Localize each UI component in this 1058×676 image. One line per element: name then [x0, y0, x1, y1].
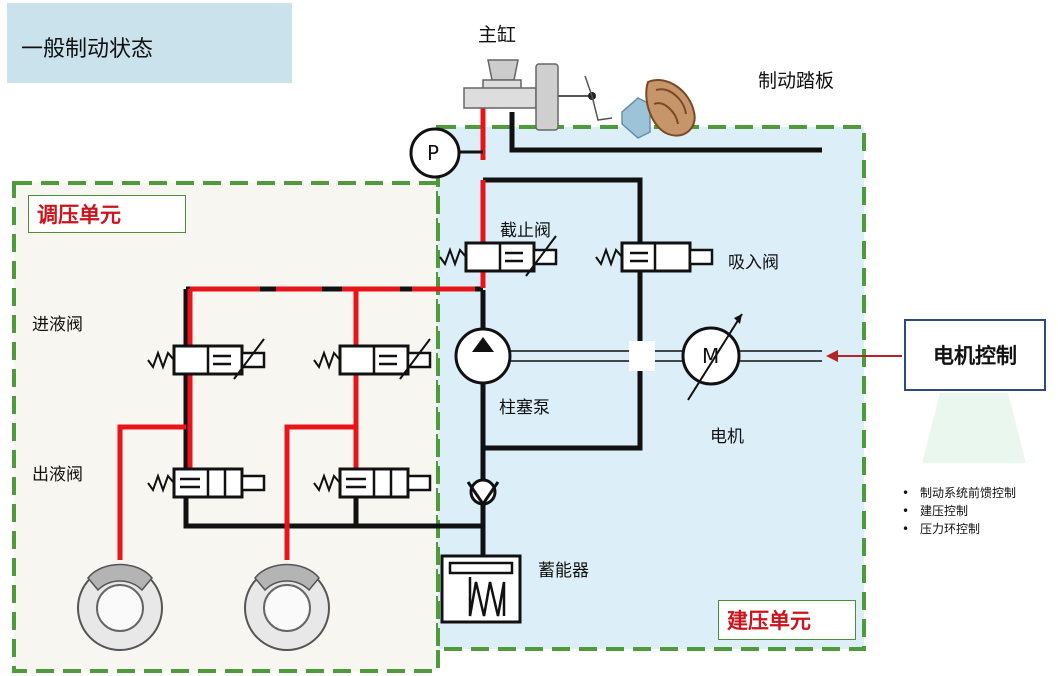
- function-item: 制动系统前馈控制: [902, 484, 1016, 502]
- label-shutoff-valve: 截止阀: [500, 221, 551, 241]
- plunger-pump-symbol: [454, 327, 512, 385]
- regulating-unit-area: [12, 181, 440, 673]
- label-brake-pedal: 制动踏板: [758, 70, 835, 92]
- control-arrow: [826, 350, 902, 362]
- building-unit-label: 建压单元: [718, 600, 856, 640]
- motor-control-beam: [922, 393, 1026, 463]
- label-plunger-pump: 柱塞泵: [499, 398, 550, 418]
- valve-suction: [595, 241, 714, 273]
- shaft-coupling: [629, 341, 655, 371]
- valve-outlet-right: [313, 467, 432, 499]
- valve-outlet-left: [147, 467, 266, 499]
- motor-control-box: 电机控制: [904, 319, 1046, 391]
- valve-shutoff: [439, 235, 558, 277]
- brake-disc-left: [77, 563, 163, 651]
- brake-disc-right: [244, 563, 330, 651]
- pressure-sensor-symbol: [409, 127, 483, 179]
- brake-pedal-symbol: [621, 79, 696, 139]
- active-pressure-lines: [117, 108, 486, 560]
- function-item: 压力环控制: [902, 520, 1016, 538]
- label-pressure-sensor: P: [427, 141, 440, 165]
- motor-control-functions: 制动系统前馈控制 建压控制 压力环控制: [902, 484, 1016, 538]
- check-valve-symbol: [466, 478, 500, 507]
- label-suction-valve: 吸入阀: [728, 253, 779, 273]
- title-box: 一般制动状态: [7, 3, 292, 83]
- page-title: 一般制动状态: [21, 37, 154, 62]
- function-item: 建压控制: [902, 502, 1016, 520]
- regulating-unit-label: 调压单元: [28, 195, 186, 233]
- motor-symbol: [681, 313, 743, 401]
- valve-inlet-right: [313, 338, 432, 380]
- label-inlet-valve: 进液阀: [32, 315, 83, 335]
- accumulator-symbol: [440, 554, 522, 624]
- label-motor: 电机: [710, 427, 744, 447]
- master-cylinder-symbol: [463, 59, 613, 131]
- label-outlet-valve: 出液阀: [32, 465, 83, 485]
- label-motor-symbol: M: [702, 344, 720, 368]
- valve-inlet-left: [147, 338, 266, 380]
- label-accumulator: 蓄能器: [538, 561, 589, 581]
- label-master-cylinder: 主缸: [478, 24, 517, 46]
